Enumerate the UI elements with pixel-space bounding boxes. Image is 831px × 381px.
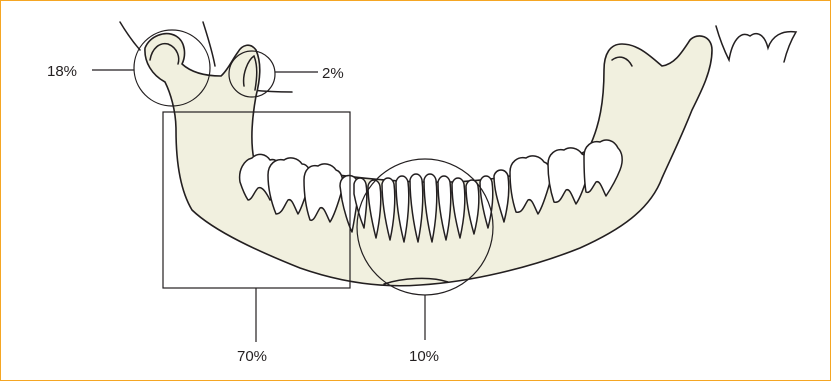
skull-outline-right (716, 26, 796, 62)
body-angle-percentage-label: 70% (237, 348, 267, 365)
symphysis-percentage-label: 10% (409, 348, 439, 365)
coronoid-percentage-label: 2% (322, 65, 344, 82)
skull-outline-left (120, 22, 140, 50)
condyle-percentage-label: 18% (47, 63, 77, 80)
mandible-bone (145, 34, 712, 286)
